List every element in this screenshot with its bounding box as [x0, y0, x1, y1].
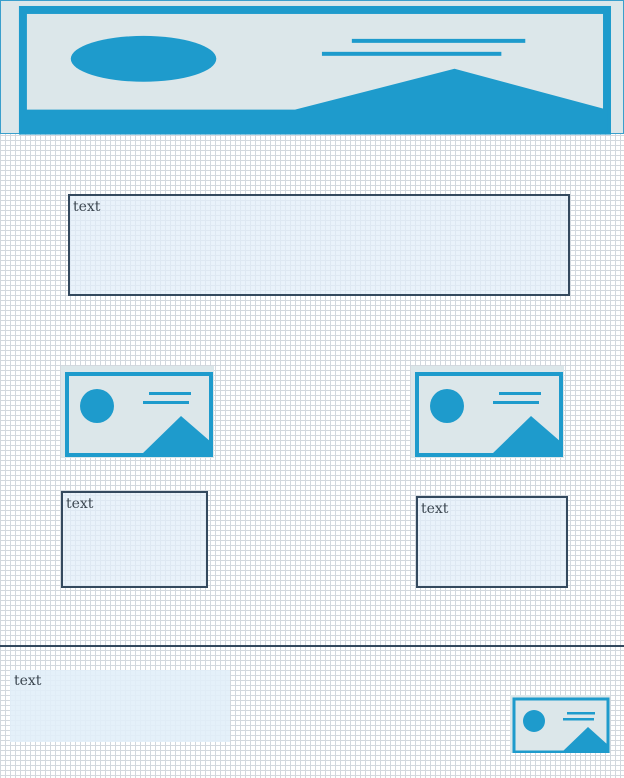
left-card-text: text: [61, 491, 208, 588]
footer-text-label: text: [14, 673, 42, 689]
main-text-label: text: [73, 199, 101, 215]
image-placeholder-icon: [415, 372, 563, 457]
image-placeholder-icon: [512, 697, 610, 753]
main-text-block: text: [68, 194, 570, 296]
image-placeholder-icon: [65, 372, 213, 457]
footer-image: [510, 695, 610, 753]
right-card-text-label: text: [421, 501, 449, 517]
image-placeholder-icon: [18, 5, 611, 135]
left-card-image: [61, 366, 214, 458]
right-card-image: [411, 366, 564, 458]
footer-divider: [0, 645, 624, 647]
header-image: [0, 0, 624, 135]
footer-text: text: [10, 670, 230, 742]
left-card-text-label: text: [66, 496, 94, 512]
right-card-text: text: [416, 496, 568, 588]
